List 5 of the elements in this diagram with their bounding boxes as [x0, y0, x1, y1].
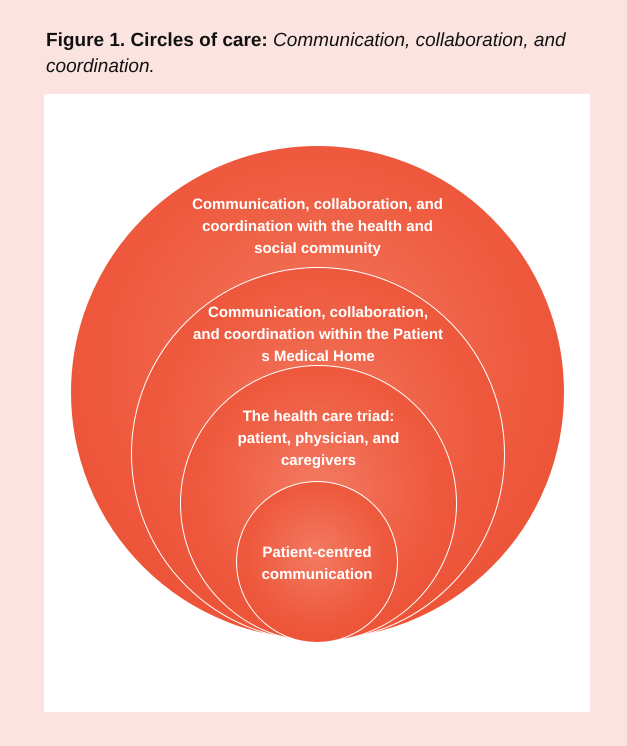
- circle-label: Communication, collaboration, and coordination within the Patient s Medical Home: [193, 303, 443, 367]
- circle-label: Communication, collaboration, and coordination with the health and social community: [191, 195, 444, 259]
- circle-label: Patient-centred communication: [260, 543, 374, 585]
- figure-title: Figure 1. Circles of care: Communication, collaboration, and coordination.: [46, 29, 566, 79]
- circle-label: The health care triad: patient, physician, and caregivers: [236, 407, 400, 471]
